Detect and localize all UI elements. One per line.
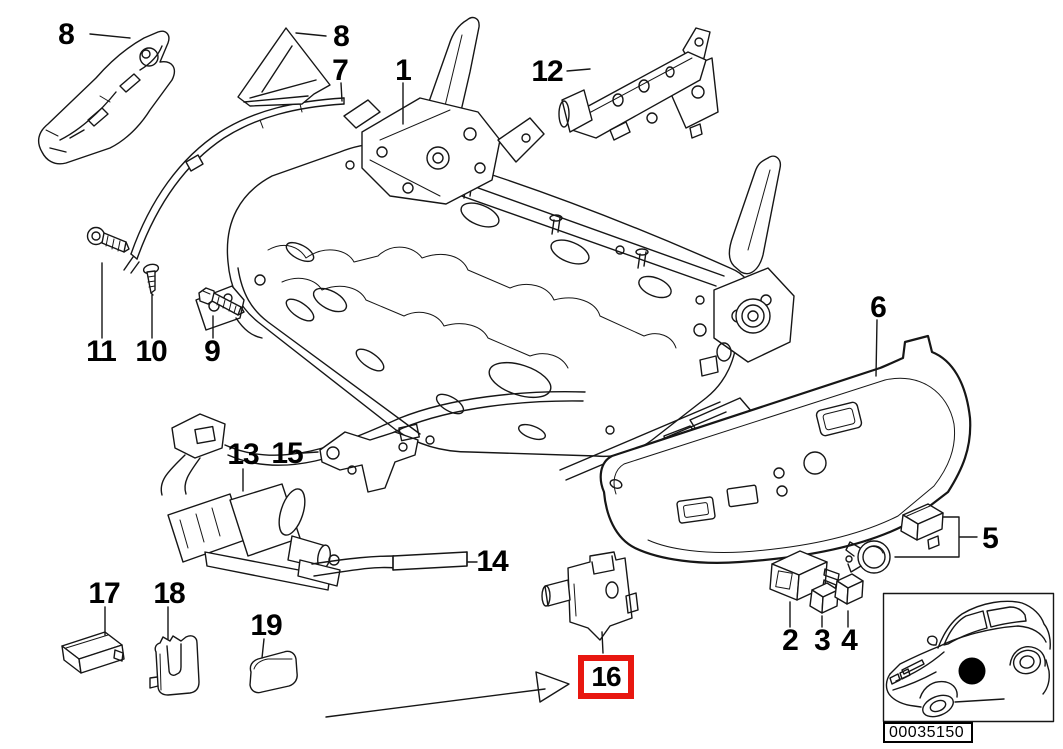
part-label-17[interactable]: 17 — [88, 577, 120, 610]
inset-code-box: 00035150 — [883, 722, 973, 743]
part-8-left-cover-drawing — [37, 30, 176, 165]
part-14-cable-sleeve-drawing — [392, 551, 468, 571]
part-label-13[interactable]: 13 — [227, 438, 259, 471]
part-18-clip-drawing — [149, 635, 200, 696]
part-13-motor-drawing — [160, 391, 586, 591]
leader-lines — [89, 32, 978, 659]
part-label-9[interactable]: 9 — [204, 335, 221, 368]
part-label-8-left[interactable]: 8 — [58, 18, 75, 51]
part-6-trim-panel-drawing — [599, 334, 972, 564]
part-label-1[interactable]: 1 — [395, 54, 412, 87]
screw-10-drawing — [142, 263, 160, 296]
part-1-seat-frame-drawing — [195, 16, 795, 481]
part-17-cover-drawing — [61, 631, 125, 674]
part-8-right-cover-drawing — [237, 27, 331, 107]
part-4-cap-drawing — [834, 573, 864, 605]
part-label-2[interactable]: 2 — [782, 624, 799, 657]
part-label-14[interactable]: 14 — [476, 545, 508, 578]
part-label-6[interactable]: 6 — [870, 291, 887, 324]
part-label-19[interactable]: 19 — [250, 609, 282, 642]
highlight-box: 16 — [578, 655, 634, 699]
seat-location-dot — [958, 657, 986, 685]
part-label-12[interactable]: 12 — [531, 55, 563, 88]
part-label-18[interactable]: 18 — [153, 577, 185, 610]
car-inset-drawing — [882, 592, 1055, 723]
bolt-9-drawing — [198, 287, 245, 316]
part-12-bracket-drawing — [558, 27, 719, 141]
part-label-15[interactable]: 15 — [271, 437, 303, 470]
part-label-3[interactable]: 3 — [814, 624, 831, 657]
part-5-cap-drawing — [900, 503, 944, 550]
part-label-7[interactable]: 7 — [332, 54, 349, 87]
screw-11-drawing — [86, 226, 130, 253]
highlight-arrow — [325, 671, 570, 718]
part-label-10[interactable]: 10 — [135, 335, 167, 368]
part-label-8-right[interactable]: 8 — [333, 20, 350, 53]
part-label-4[interactable]: 4 — [841, 624, 858, 657]
part-19-pad-drawing — [249, 650, 298, 694]
part-label-11[interactable]: 11 — [86, 335, 117, 368]
part-5-knob-drawing — [845, 540, 891, 574]
part-label-16[interactable]: 16 — [591, 661, 621, 692]
part-16-bracket-drawing — [541, 551, 639, 641]
part-label-5[interactable]: 5 — [982, 522, 999, 555]
part-15-bracket-drawing — [319, 423, 420, 493]
